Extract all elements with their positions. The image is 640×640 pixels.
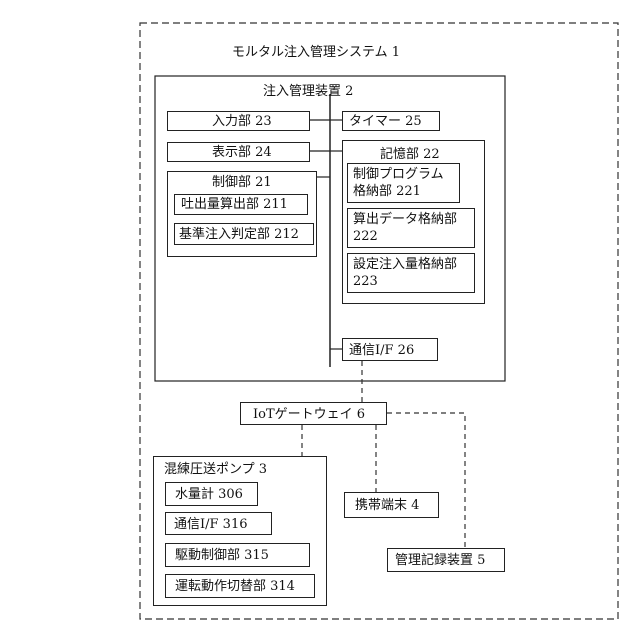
drive-control-label: 駆動制御部 315	[175, 547, 269, 564]
record-device-label: 管理記録装置 5	[395, 552, 485, 569]
record-device-box: 管理記録装置 5	[387, 548, 505, 572]
control-unit-title: 制御部 21	[212, 174, 272, 191]
pump-title: 混練圧送ポンプ 3	[164, 461, 267, 478]
water-meter-box: 水量計 306	[165, 482, 258, 506]
timer-label: タイマー 25	[349, 113, 422, 130]
link-gateway-record	[387, 413, 465, 548]
reference-judge-label: 基準注入判定部 212	[179, 226, 299, 243]
iot-gateway-label: IoTゲートウェイ 6	[253, 406, 365, 423]
discharge-calc-box: 吐出量算出部 211	[174, 194, 308, 215]
mobile-terminal-box: 携帯端末 4	[344, 492, 439, 518]
set-injection-box: 設定注入量格納部 223	[347, 253, 475, 293]
calc-data-label: 算出データ格納部 222	[353, 211, 471, 245]
iot-gateway-box: IoTゲートウェイ 6	[240, 402, 387, 425]
comm-if-box: 通信I/F 26	[342, 338, 438, 361]
input-unit-box: 入力部 23	[167, 111, 310, 131]
water-meter-label: 水量計 306	[175, 486, 243, 503]
reference-judge-box: 基準注入判定部 212	[174, 223, 314, 245]
operation-switch-label: 運転動作切替部 314	[175, 578, 295, 595]
control-program-label: 制御プログラム 格納部 221	[353, 166, 457, 200]
system-title: モルタル注入管理システム 1	[232, 44, 400, 61]
timer-box: タイマー 25	[342, 111, 440, 131]
calc-data-box: 算出データ格納部 222	[347, 208, 475, 248]
drive-control-box: 駆動制御部 315	[165, 543, 310, 567]
operation-switch-box: 運転動作切替部 314	[165, 574, 315, 598]
display-unit-label: 表示部 24	[212, 144, 272, 161]
input-unit-label: 入力部 23	[212, 113, 272, 130]
management-device-title: 注入管理装置 2	[263, 83, 353, 100]
pump-comm-if-label: 通信I/F 316	[174, 516, 247, 533]
discharge-calc-label: 吐出量算出部 211	[181, 196, 288, 213]
pump-comm-if-box: 通信I/F 316	[165, 512, 272, 535]
display-unit-box: 表示部 24	[167, 142, 310, 162]
set-injection-label: 設定注入量格納部 223	[353, 256, 471, 290]
control-program-box: 制御プログラム 格納部 221	[347, 163, 460, 203]
comm-if-label: 通信I/F 26	[349, 342, 414, 359]
storage-unit-title: 記憶部 22	[380, 146, 440, 163]
mobile-terminal-label: 携帯端末 4	[355, 497, 419, 514]
